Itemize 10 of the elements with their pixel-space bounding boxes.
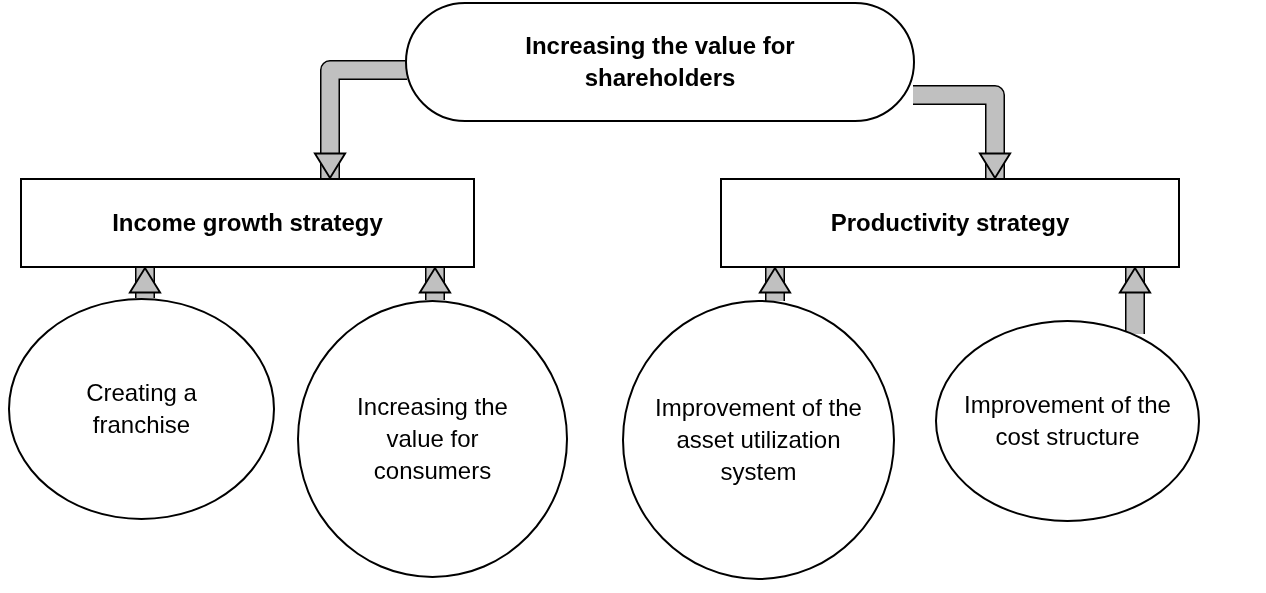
heading-text: Income growth strategy bbox=[112, 208, 383, 239]
heading-text: Productivity strategy bbox=[830, 208, 1070, 239]
node-text: Increasing the value for consumers bbox=[356, 392, 509, 486]
heading-text: Increasing the value for shareholders bbox=[524, 31, 796, 93]
node-text: Creating a franchise bbox=[85, 378, 198, 440]
rounded-box bbox=[405, 2, 915, 122]
node-text: Improvement of the cost structure bbox=[963, 390, 1172, 452]
process-box bbox=[720, 178, 1180, 268]
node-text: Improvement of the asset utilization system bbox=[654, 393, 863, 487]
process-box bbox=[20, 178, 475, 268]
